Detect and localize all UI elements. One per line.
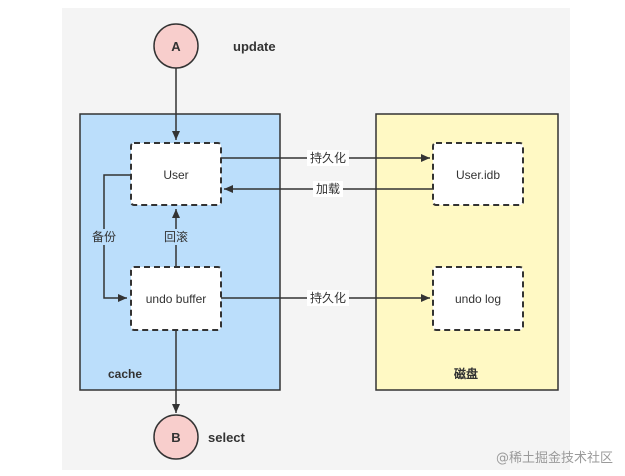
persist-2-label: 持久化 [310, 290, 346, 305]
node-undo-log-label: undo log [455, 292, 501, 306]
persist-1-label: 持久化 [310, 150, 346, 165]
backup-label: 备份 [92, 230, 116, 244]
rollback-label-bg [162, 229, 190, 245]
node-user-idb [432, 142, 524, 206]
node-user-label: User [163, 168, 188, 182]
persist-2-label-bg [307, 290, 349, 306]
node-b-label: B [171, 430, 180, 445]
backup-label-bg [90, 229, 118, 245]
update-label: update [233, 39, 276, 54]
disk-label: 磁盘 [453, 366, 478, 381]
node-undo-buffer [130, 266, 222, 331]
node-user-idb-label: User.idb [456, 168, 500, 182]
node-undo-buffer-label: undo buffer [146, 292, 207, 306]
load-label: 加载 [316, 182, 340, 196]
cache-label: cache [108, 367, 142, 381]
node-b [153, 414, 199, 460]
load-label-bg [313, 181, 343, 197]
node-a [153, 23, 199, 69]
rollback-label: 回滚 [164, 229, 188, 244]
persist-1-label-bg [307, 150, 349, 166]
watermark: @稀土掘金技术社区 [495, 451, 613, 466]
node-a-label: A [171, 39, 181, 54]
node-user [130, 142, 222, 206]
select-label: select [208, 430, 246, 445]
node-undo-log [432, 266, 524, 331]
